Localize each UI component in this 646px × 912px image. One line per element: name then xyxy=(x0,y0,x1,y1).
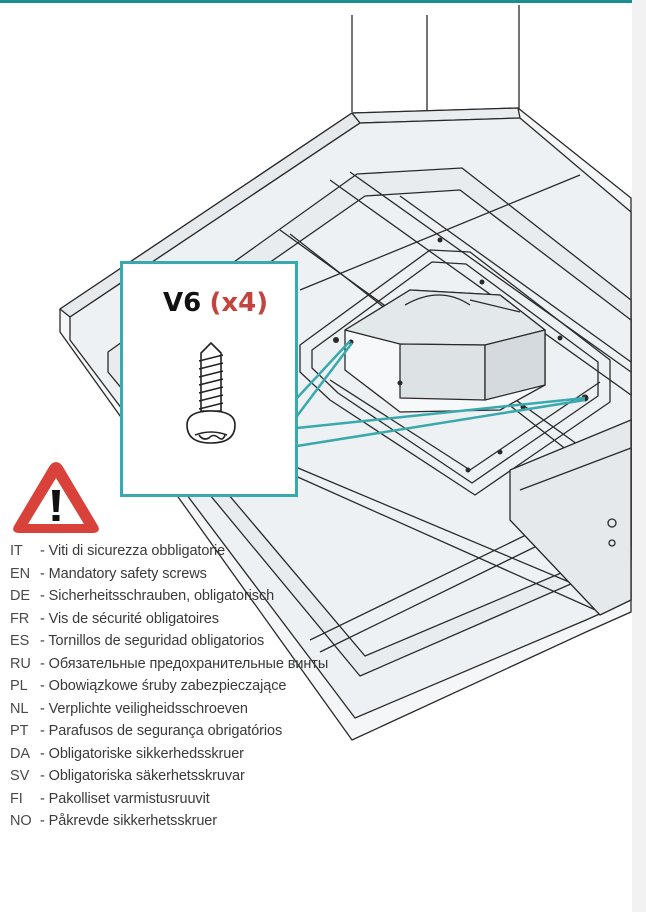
chimney-duct xyxy=(351,5,520,113)
legend-row: RU - Обязательные предохранительные винты xyxy=(10,653,430,676)
part-quantity: (x4) xyxy=(209,288,269,318)
side-rail xyxy=(509,419,632,616)
legend-text: - Tornillos de seguridad obligatorios xyxy=(40,633,265,649)
language-code: NL xyxy=(10,700,29,717)
legend-text: - Påkrevde sikkerhetsskruer xyxy=(40,813,217,829)
language-code: DA xyxy=(10,745,30,762)
safety-screw-legend: IT - Viti di sicurezza obbligatorie EN - M… xyxy=(10,540,430,833)
legend-text: - Sicherheitsschrauben, obligatorisch xyxy=(40,588,275,604)
legend-row: NL - Verplichte veiligheidsschroeven xyxy=(10,698,430,721)
legend-row: DA - Obligatoriske sikkerhedsskruer xyxy=(10,743,430,766)
legend-row: FR - Vis de sécurité obligatoires xyxy=(10,608,430,631)
language-code: FI xyxy=(10,790,23,807)
legend-row: EN - Mandatory safety screws xyxy=(10,563,430,586)
mounting-bracket xyxy=(299,249,611,496)
part-code: V6 xyxy=(163,288,202,318)
legend-text: - Обязательные предохранительные винты xyxy=(40,655,329,672)
legend-row: IT - Viti di sicurezza obbligatorie xyxy=(10,540,430,563)
legend-row: SV - Obligatoriska säkerhetsskruvar xyxy=(10,765,430,788)
page-margin-strip xyxy=(632,0,646,912)
callout-title: V6 (x4) xyxy=(163,288,268,318)
motor-housing xyxy=(344,289,546,413)
legend-text: - Vis de sécurité obligatoires xyxy=(40,610,219,627)
legend-text: - Mandatory safety screws xyxy=(40,565,207,582)
legend-text: - Pakolliset varmistusruuvit xyxy=(40,790,210,807)
legend-text: - Obowiązkowe śruby zabezpieczające xyxy=(40,678,287,694)
legend-text: - Verplichte veiligheidsschroeven xyxy=(40,700,248,717)
language-code: EN xyxy=(10,565,30,582)
callout-pointers xyxy=(296,340,586,448)
legend-text: - Viti di sicurezza obbligatorie xyxy=(40,543,226,559)
legend-text: - Parafusos de segurança obrigatórios xyxy=(40,723,283,739)
legend-row: PT - Parafusos de segurança obrigatórios xyxy=(10,720,430,743)
legend-row: NO - Påkrevde sikkerhetsskruer xyxy=(10,810,430,833)
language-code: SV xyxy=(10,768,30,784)
language-code: NO xyxy=(10,813,32,829)
top-accent-rule xyxy=(0,0,646,3)
language-code: DE xyxy=(10,588,30,604)
language-code: ES xyxy=(10,633,30,649)
language-code: FR xyxy=(10,610,30,627)
legend-row: PL - Obowiązkowe śruby zabezpieczające xyxy=(10,675,430,698)
legend-row: ES - Tornillos de seguridad obligatorios xyxy=(10,630,430,653)
language-code: PT xyxy=(10,723,29,739)
screw-callout: V6 (x4) xyxy=(120,261,298,497)
legend-text: - Obligatoriske sikkerhedsskruer xyxy=(40,745,244,762)
screw-icon xyxy=(186,342,236,444)
legend-row: DE - Sicherheitsschrauben, obligatorisch xyxy=(10,585,430,608)
language-code: RU xyxy=(10,655,31,672)
language-code: PL xyxy=(10,678,28,694)
legend-text: - Obligatoriska säkerhetsskruvar xyxy=(40,768,245,784)
warning-triangle-icon xyxy=(13,462,99,533)
language-code: IT xyxy=(10,543,23,559)
legend-row: FI - Pakolliset varmistusruuvit xyxy=(10,788,430,811)
